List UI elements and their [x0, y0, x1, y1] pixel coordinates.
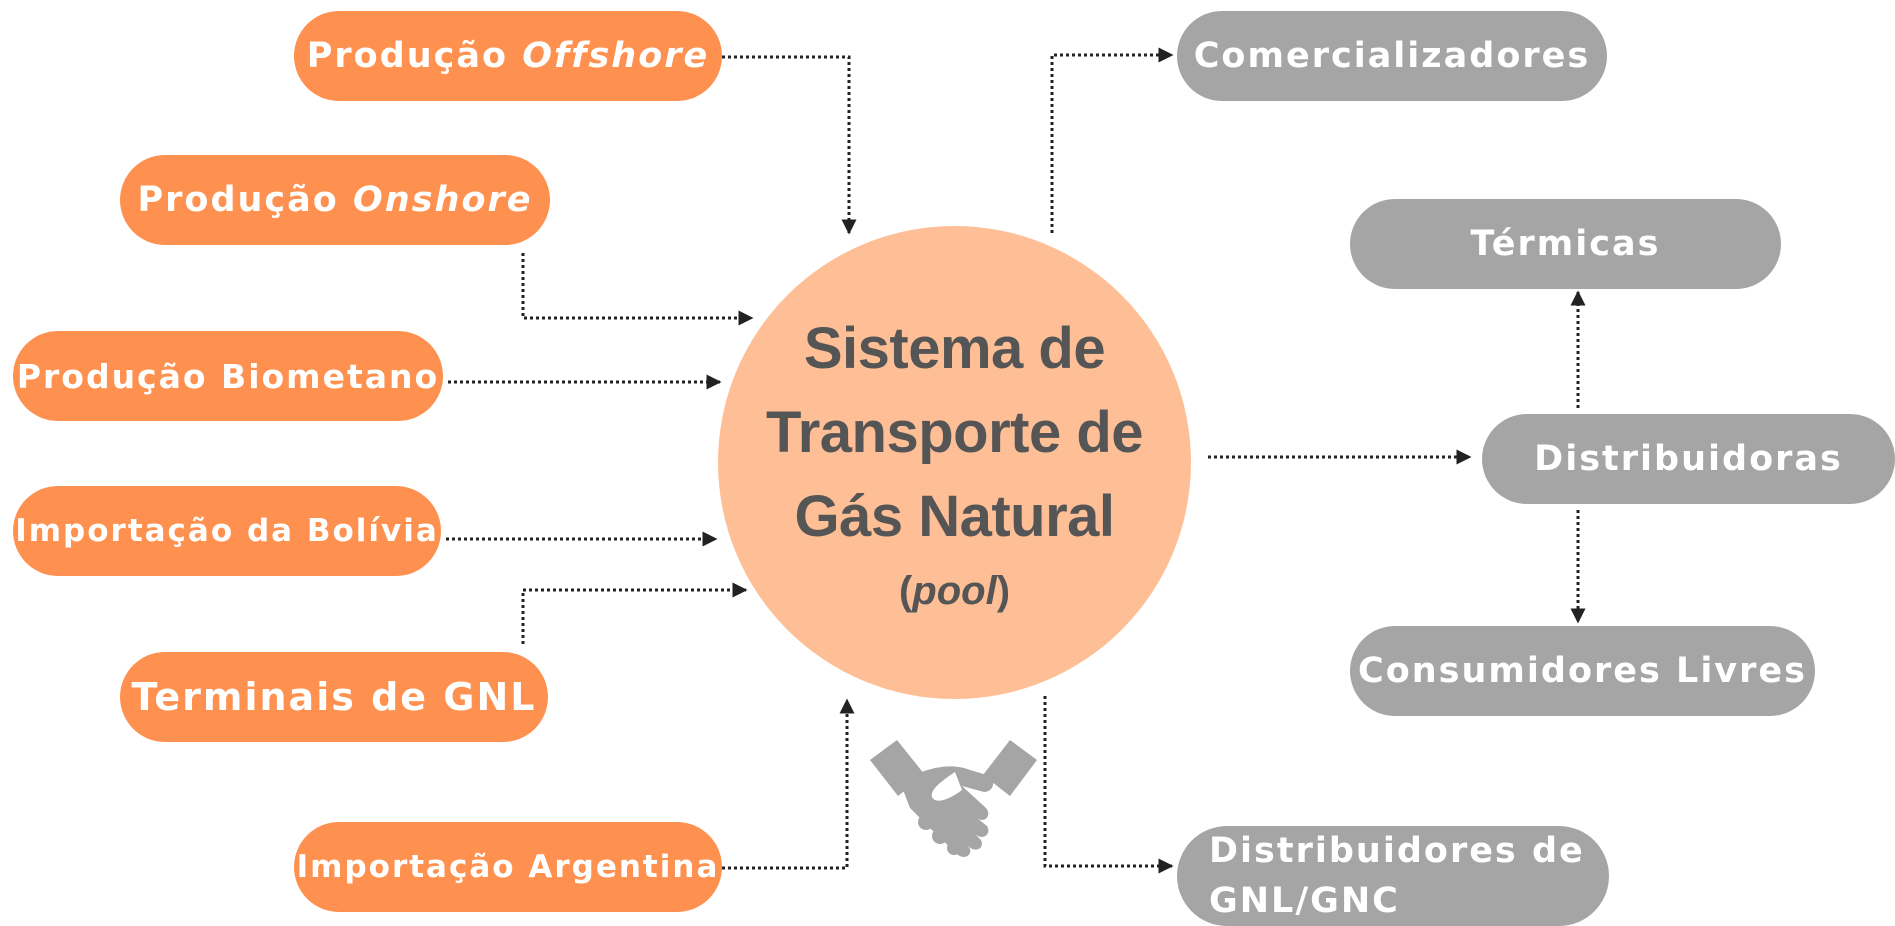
hub-pool-label: (pool): [899, 563, 1010, 619]
source-producao-biometano: Produção Biometano: [13, 331, 443, 421]
handshake-icon: [870, 740, 1037, 857]
source-importacao-bolivia: Importação da Bolívia: [13, 486, 441, 576]
connector-gnl: [521, 582, 748, 644]
hub-title-line-2: Transporte de: [765, 399, 1144, 465]
dest-consumidores-livres: Consumidores Livres: [1350, 626, 1815, 716]
hub-title-line-3: Gás Natural: [794, 483, 1115, 549]
dest-comercializadores: Comercializadores: [1177, 11, 1607, 101]
connector-comercializadores: [1050, 47, 1174, 233]
connector-offshore: [722, 55, 857, 235]
hub-pool-close: ): [996, 568, 1011, 613]
dest-distribuidoras: Distribuidoras: [1482, 414, 1895, 504]
connector-onshore: [521, 253, 754, 326]
connector-argentina: [722, 698, 855, 870]
dest-distribuidores-gnl-gnc: Distribuidores de GNL/GNC: [1177, 826, 1609, 926]
source-producao-onshore-prefix: Produção: [137, 180, 354, 220]
source-terminais-gnl: Terminais de GNL: [120, 652, 548, 742]
source-importacao-argentina: Importação Argentina: [294, 822, 722, 912]
source-producao-onshore: Produção Onshore: [120, 155, 550, 245]
connector-dist-gnl: [1043, 696, 1174, 874]
dest-distribuidores-gnl-line-1: Distribuidores de: [1209, 831, 1585, 871]
dest-termicas: Térmicas: [1350, 199, 1781, 289]
source-producao-offshore: Produção Offshore: [294, 11, 722, 101]
source-producao-offshore-prefix: Produção: [306, 36, 523, 76]
source-producao-offshore-italic: Offshore: [522, 36, 710, 76]
hub-title-line-1: Sistema de: [803, 315, 1106, 381]
hub-gas-transport-system: Sistema de Transporte de Gás Natural (po…: [718, 226, 1191, 699]
dest-distribuidores-gnl-line-2: GNL/GNC: [1209, 881, 1400, 921]
hub-pool-open: (: [898, 568, 913, 613]
hub-pool-word: pool: [912, 568, 997, 613]
source-producao-onshore-italic: Onshore: [353, 180, 533, 220]
